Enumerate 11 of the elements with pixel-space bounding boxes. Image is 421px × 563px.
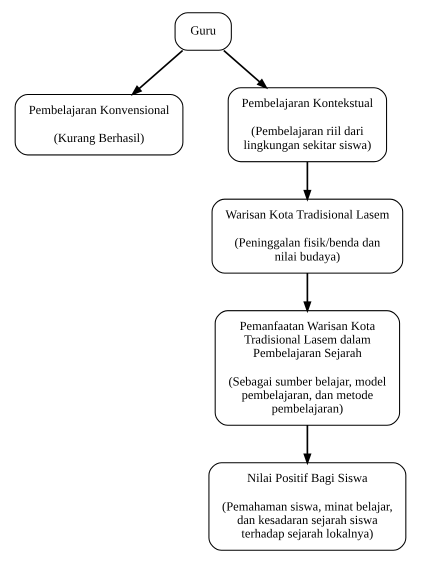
arrow	[130, 50, 184, 96]
arrow	[303, 425, 312, 466]
node-box: Warisan Kota Tradisional Lasem (Peninggalan fisik/benda dan nilai budaya)	[212, 198, 404, 274]
node-box: Pembelajaran Konvensional (Kurang Berhasil)	[14, 94, 184, 156]
arrow	[303, 162, 312, 202]
node-box: Pembelajaran Kontekstual (Pembelajaran riil dari lingkungan sekitar siswa)	[228, 87, 388, 162]
node-box: Guru	[174, 12, 232, 51]
node-box: Nilai Positif Bagi Siswa (Pemahaman siswa, minat belajar, dan kesadaran sejarah siswa terhadap sejarah lokalnya)	[208, 462, 406, 551]
node-box: Pemanfaatan Warisan Kota Tradisional Lasem dalam Pembelajaran Sejarah (Sebagai sumber belajar, model pembelajaran, dan metode pembelajaran)	[214, 310, 400, 426]
arrow	[303, 273, 312, 314]
arrow	[223, 50, 268, 90]
